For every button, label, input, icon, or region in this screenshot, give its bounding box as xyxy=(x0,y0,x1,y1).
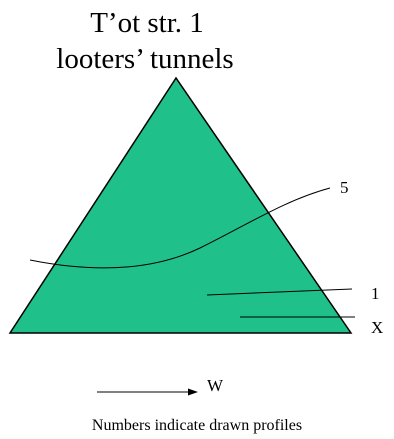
direction-label: W xyxy=(207,376,224,395)
title-line-1: T’ot str. 1 xyxy=(90,7,204,39)
tunnel-1-line xyxy=(206,288,353,296)
title-line-2: looters’ tunnels xyxy=(56,43,233,75)
tunnel-5-label: 5 xyxy=(340,178,349,197)
tunnel-x-label: X xyxy=(371,318,383,337)
west-arrow-icon xyxy=(188,388,198,396)
tunnel-1-label: 1 xyxy=(371,284,380,303)
footer-note: Numbers indicate drawn profiles xyxy=(92,417,302,434)
structure-triangle xyxy=(8,76,353,334)
tunnel-5-line xyxy=(29,187,331,269)
